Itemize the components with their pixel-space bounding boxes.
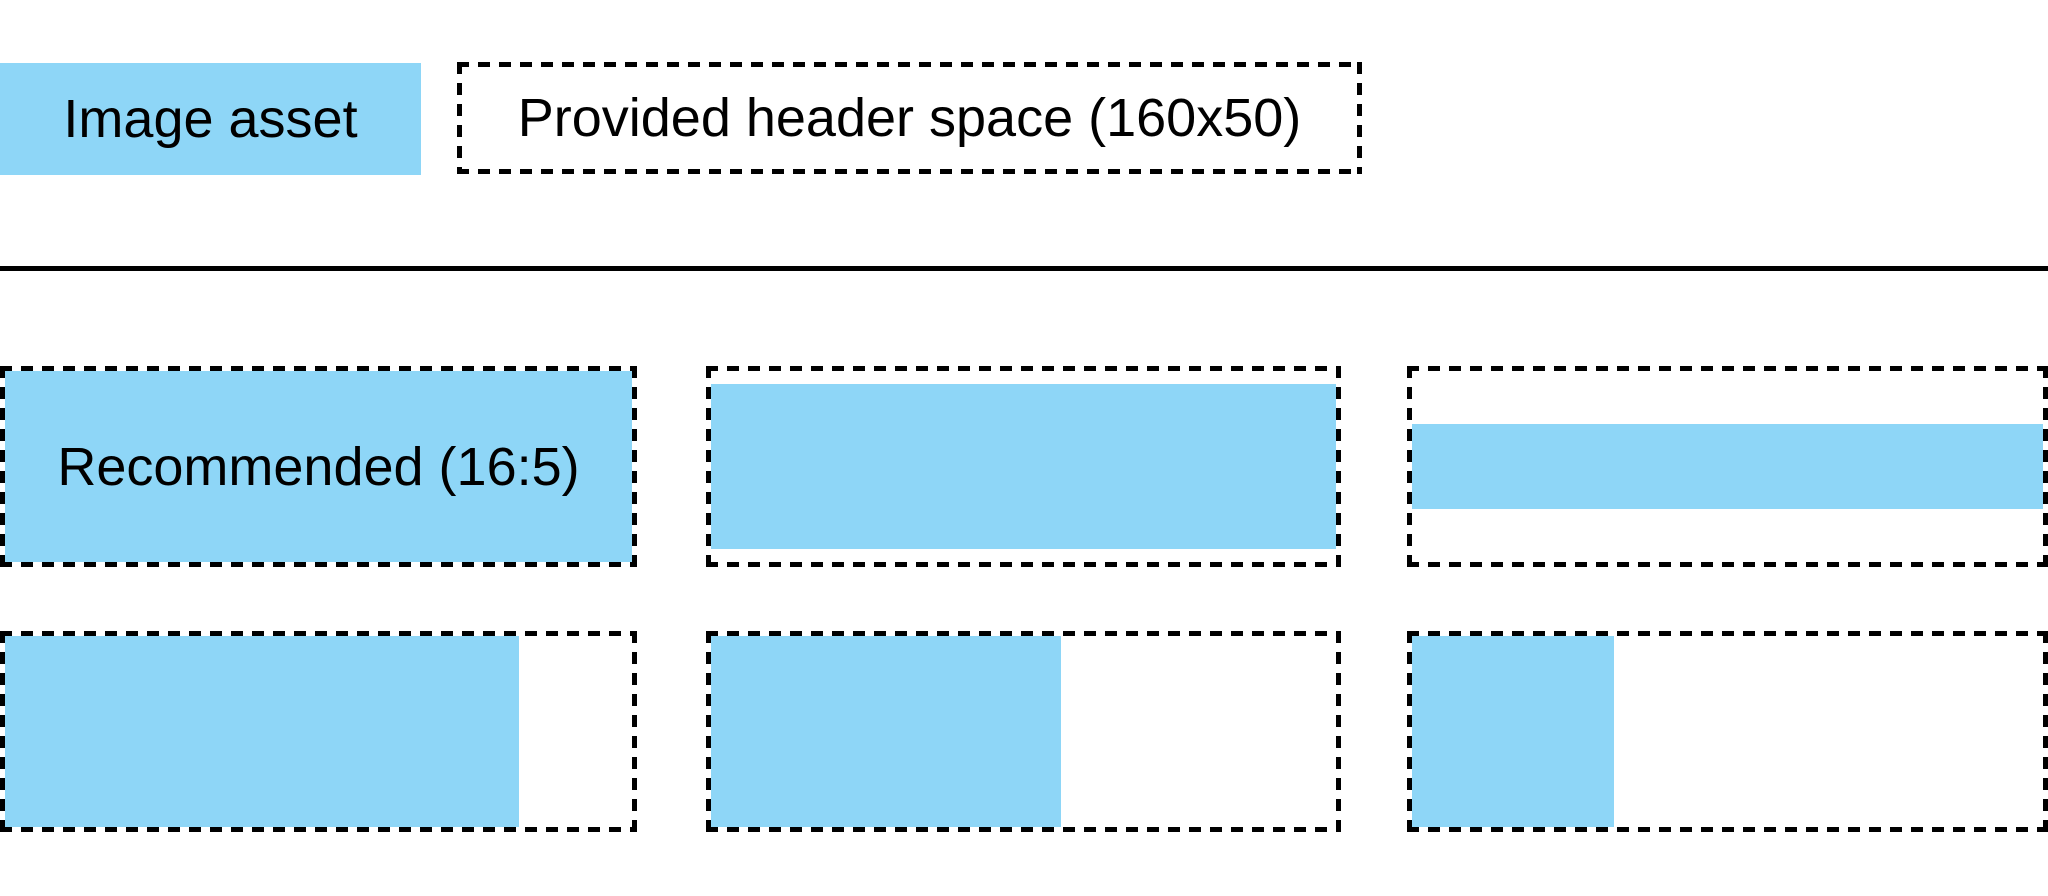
example-wider-full-width <box>706 366 1341 567</box>
asset-fill <box>5 371 632 562</box>
image-asset-swatch: Image asset <box>0 63 421 175</box>
image-asset-label: Image asset <box>63 89 358 149</box>
example-taller-56-width <box>706 631 1341 832</box>
section-divider <box>0 266 2048 271</box>
header-space-label: Provided header space (160x50) <box>517 88 1302 148</box>
asset-fill <box>1412 636 1614 827</box>
asset-fill <box>5 636 520 827</box>
header-space-legend-box: Provided header space (160x50) <box>457 62 1362 174</box>
example-taller-82-width <box>0 631 637 832</box>
example-taller-32-width <box>1407 631 2048 832</box>
recommended-label: Recommended (16:5) <box>57 436 580 497</box>
asset-fill <box>711 636 1061 827</box>
asset-fill <box>1412 423 2043 510</box>
asset-fill <box>711 384 1336 549</box>
example-widest-thin-band <box>1407 366 2048 567</box>
example-recommended-16-5: Recommended (16:5) <box>0 366 637 567</box>
